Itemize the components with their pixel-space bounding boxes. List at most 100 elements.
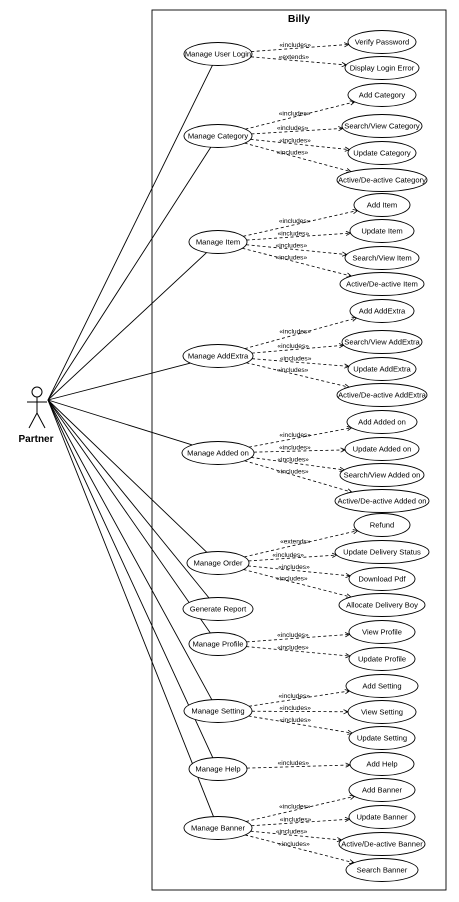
use-case-update-setting[interactable]: Update Setting (348, 726, 416, 750)
actor-partner[interactable]: Partner (18, 386, 54, 445)
use-case-manage-order[interactable]: Manage Order (186, 551, 250, 575)
dependency-arrow (253, 449, 346, 453)
use-case-manage-setting-label: Manage Setting (191, 707, 244, 716)
use-case-manage-profile-ellipse (188, 632, 248, 656)
use-case-manage-item-ellipse (188, 230, 248, 254)
use-case-add-banner[interactable]: Add Banner (348, 778, 416, 802)
dependency-arrow (248, 554, 337, 562)
use-case-display-login-error-label: Display Login Error (350, 64, 415, 73)
use-case-add-added-on[interactable]: Add Added on (346, 410, 418, 434)
use-case-update-category-label: Update Category (353, 149, 411, 158)
stereotype-label: «includes» (279, 445, 311, 452)
use-case-verify-password[interactable]: Verify Password (347, 30, 417, 54)
dependency-arrow (246, 362, 350, 388)
use-case-update-profile-ellipse (348, 647, 416, 671)
use-case-manage-help[interactable]: Manage Help (188, 757, 248, 781)
use-case-update-item[interactable]: Update Item (349, 219, 415, 243)
use-case-active-de-active-addextra[interactable]: Active/De-active AddExtra (336, 383, 428, 407)
use-case-manage-setting-ellipse (183, 699, 253, 723)
use-case-manage-profile[interactable]: Manage Profile (188, 632, 248, 656)
association-item (47, 252, 207, 401)
use-case-view-profile-label: View Profile (362, 628, 402, 637)
use-case-manage-addextra-ellipse (182, 344, 254, 368)
use-case-update-addextra[interactable]: Update AddExtra (347, 357, 417, 381)
use-case-add-help-ellipse (349, 752, 415, 776)
use-case-update-addextra-label: Update AddExtra (353, 365, 411, 374)
use-case-update-profile[interactable]: Update Profile (348, 647, 416, 671)
use-case-search-view-added-on[interactable]: Search/View Added on (339, 463, 425, 487)
use-case-add-help-label: Add Help (366, 760, 397, 769)
use-case-active-de-active-banner[interactable]: Active/De-active Banner (338, 832, 426, 856)
use-case-display-login-error[interactable]: Display Login Error (344, 56, 420, 80)
use-case-active-de-active-category[interactable]: Active/De-active Category (336, 168, 428, 192)
use-case-add-category[interactable]: Add Category (347, 83, 417, 107)
use-case-add-category-ellipse (347, 83, 417, 107)
use-case-manage-addextra[interactable]: Manage AddExtra (182, 344, 254, 368)
stereotype-label: «includes» (276, 254, 308, 261)
use-case-manage-item-label: Manage Item (196, 238, 240, 247)
use-case-add-banner-label: Add Banner (362, 786, 403, 795)
use-case-search-view-category[interactable]: Search/View Category (341, 114, 423, 138)
use-case-generate-report[interactable]: Generate Report (182, 597, 254, 621)
relation-addedon-active-de-active-added-on: «includes» (244, 460, 353, 494)
association-addextra (47, 362, 191, 401)
association-help (47, 399, 214, 758)
use-case-manage-category[interactable]: Manage Category (183, 124, 253, 148)
use-case-view-profile[interactable]: View Profile (348, 620, 416, 644)
use-case-view-setting[interactable]: View Setting (347, 700, 417, 724)
system-boundary (151, 9, 447, 891)
relation-addedon-update-added-on: «includes» (253, 445, 347, 453)
dependency-arrow (246, 244, 347, 255)
use-case-search-banner[interactable]: Search Banner (345, 858, 419, 882)
use-case-manage-item[interactable]: Manage Item (188, 230, 248, 254)
stereotype-label: «includes» (277, 632, 309, 639)
relation-login-display-login-error: «extends» (250, 54, 348, 68)
use-case-refund-ellipse (353, 513, 411, 537)
use-case-refund-label: Refund (370, 521, 395, 530)
use-case-view-setting-label: View Setting (361, 708, 403, 717)
relation-banner-active-de-active-banner: «includes» (250, 829, 343, 843)
use-case-update-delivery-status[interactable]: Update Delivery Status (334, 540, 430, 564)
stereotype-label: «includes» (280, 816, 312, 823)
stereotype-label: «includes» (279, 804, 311, 811)
use-case-add-addextra[interactable]: Add AddExtra (349, 299, 415, 323)
use-case-search-view-added-on-ellipse (339, 463, 425, 487)
dependency-arrow (246, 646, 351, 657)
use-case-refund[interactable]: Refund (353, 513, 411, 537)
use-case-update-banner[interactable]: Update Banner (348, 805, 416, 829)
use-case-manage-banner[interactable]: Manage Banner (183, 816, 253, 840)
actor-name: Partner (18, 434, 53, 445)
use-case-manage-added-on[interactable]: Manage Added on (181, 441, 255, 465)
dependency-arrow (244, 317, 357, 350)
use-case-update-item-ellipse (349, 219, 415, 243)
use-case-update-category[interactable]: Update Category (347, 141, 417, 165)
use-case-manage-user-login[interactable]: Manage User Login (183, 42, 253, 66)
use-case-search-view-category-label: Search/View Category (344, 122, 420, 131)
use-case-add-category-label: Add Category (359, 91, 406, 100)
use-case-active-de-active-added-on[interactable]: Active/De-active Added on (334, 489, 430, 513)
dependency-arrow (250, 138, 350, 151)
stereotype-label: «includes» (280, 356, 312, 363)
use-case-active-de-active-banner-ellipse (338, 832, 426, 856)
use-case-search-view-item[interactable]: Search/View Item (344, 246, 420, 270)
dependency-arrow (247, 565, 351, 577)
use-case-update-added-on[interactable]: Update Added on (344, 437, 420, 461)
use-case-update-setting-label: Update Setting (357, 734, 407, 743)
relation-banner-update-banner: «includes» (251, 816, 351, 827)
use-case-update-item-label: Update Item (361, 227, 402, 236)
use-case-search-view-addextra[interactable]: Search/View AddExtra (341, 330, 423, 354)
use-case-add-setting[interactable]: Add Setting (345, 674, 419, 698)
use-case-add-help[interactable]: Add Help (349, 752, 415, 776)
stereotype-label: «includes» (276, 829, 308, 836)
dependency-arrow (244, 142, 352, 173)
use-case-active-de-active-category-ellipse (336, 168, 428, 192)
use-case-add-item[interactable]: Add Item (353, 193, 411, 217)
use-case-update-delivery-status-label: Update Delivery Status (343, 548, 421, 557)
use-case-download-pdf[interactable]: Download Pdf (348, 567, 416, 591)
use-case-active-de-active-item[interactable]: Active/De-active Item (339, 272, 425, 296)
use-case-allocate-delivery-boy[interactable]: Allocate Delivery Boy (338, 593, 426, 617)
use-case-manage-setting[interactable]: Manage Setting (183, 699, 253, 723)
use-case-search-view-addextra-ellipse (341, 330, 423, 354)
